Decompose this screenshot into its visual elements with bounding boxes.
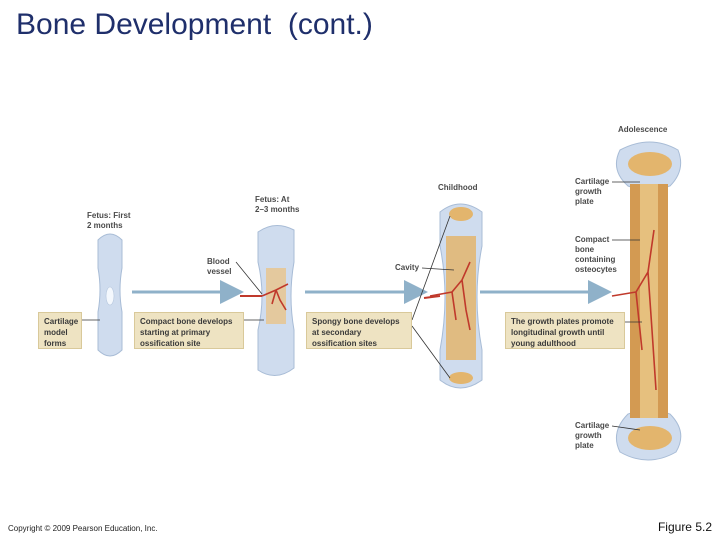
callout-growth-plates: The growth plates promote longitudinal g… [505, 312, 625, 349]
callout-cartilage-model: Cartilage model forms [38, 312, 82, 349]
callout-spongy-bone: Spongy bone develops at secondary ossifi… [306, 312, 412, 349]
leader-spongy-top [411, 215, 451, 321]
callout-compact-bone: Compact bone develops starting at primar… [134, 312, 244, 349]
label-cartilage-growth-plate-bottom: Cartilage growth plate [575, 421, 610, 450]
stage-fetus-at: Fetus: At 2–3 months [255, 195, 300, 214]
childhood-bone [423, 203, 483, 389]
fetus-first-bone [97, 233, 123, 357]
copyright-notice: Copyright © 2009 Pearson Education, Inc. [8, 524, 158, 533]
leader-growth-plate-bottom [611, 425, 641, 431]
label-blood-vessel: Blood vessel [207, 257, 232, 276]
leader-cavity [421, 267, 455, 271]
leader-lines [82, 181, 642, 431]
leader-spongy-bottom [411, 325, 451, 379]
figure-number: Figure 5.2 [657, 520, 712, 534]
stage-fetus-first: Fetus: First 2 months [87, 211, 131, 230]
adolescence-bone [611, 141, 682, 461]
stage-childhood: Childhood [438, 183, 478, 192]
label-cavity: Cavity [395, 263, 420, 272]
label-compact-bone-osteocytes: Compact bone containing osteocytes [575, 235, 617, 274]
label-cartilage-growth-plate-top: Cartilage growth plate [575, 177, 610, 206]
stage-adolescence: Adolescence [618, 125, 668, 134]
fetus-at-bone [240, 225, 295, 376]
leader-blood-vessel [235, 261, 263, 295]
page-title: Bone Development (cont.) [16, 8, 373, 41]
